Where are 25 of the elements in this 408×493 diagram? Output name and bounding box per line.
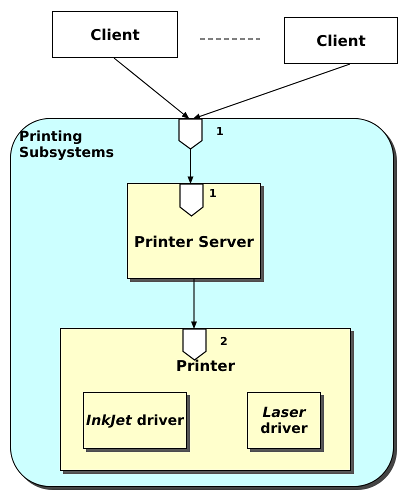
- client-box: [52, 11, 178, 58]
- arrow: [190, 279, 198, 329]
- driver-box: [247, 392, 321, 449]
- group-heading: Printing Subsystems: [19, 129, 115, 161]
- printer-box: [60, 328, 351, 471]
- box-label: Printer: [176, 357, 235, 375]
- subsystem-container: [10, 118, 394, 487]
- port-number: 2: [220, 335, 228, 348]
- server-box: [127, 183, 261, 279]
- arrow: [114, 58, 190, 120]
- driver-box: [83, 392, 187, 449]
- arrow: [192, 63, 350, 120]
- client-box: [284, 17, 398, 64]
- port-pentagon: [179, 119, 202, 149]
- port-pentagon: [180, 184, 203, 216]
- box-label: InkJet driver: [86, 412, 184, 428]
- port-number: 1: [216, 125, 224, 138]
- port-number: 1: [209, 187, 217, 200]
- box-label: Laser driver: [259, 404, 309, 436]
- arrow: [187, 149, 194, 184]
- box-label: Printer Server: [134, 233, 254, 251]
- box-label: Client: [316, 32, 366, 50]
- port-pentagon: [183, 329, 206, 360]
- dashed-line: [200, 38, 260, 40]
- box-label: Client: [90, 26, 140, 44]
